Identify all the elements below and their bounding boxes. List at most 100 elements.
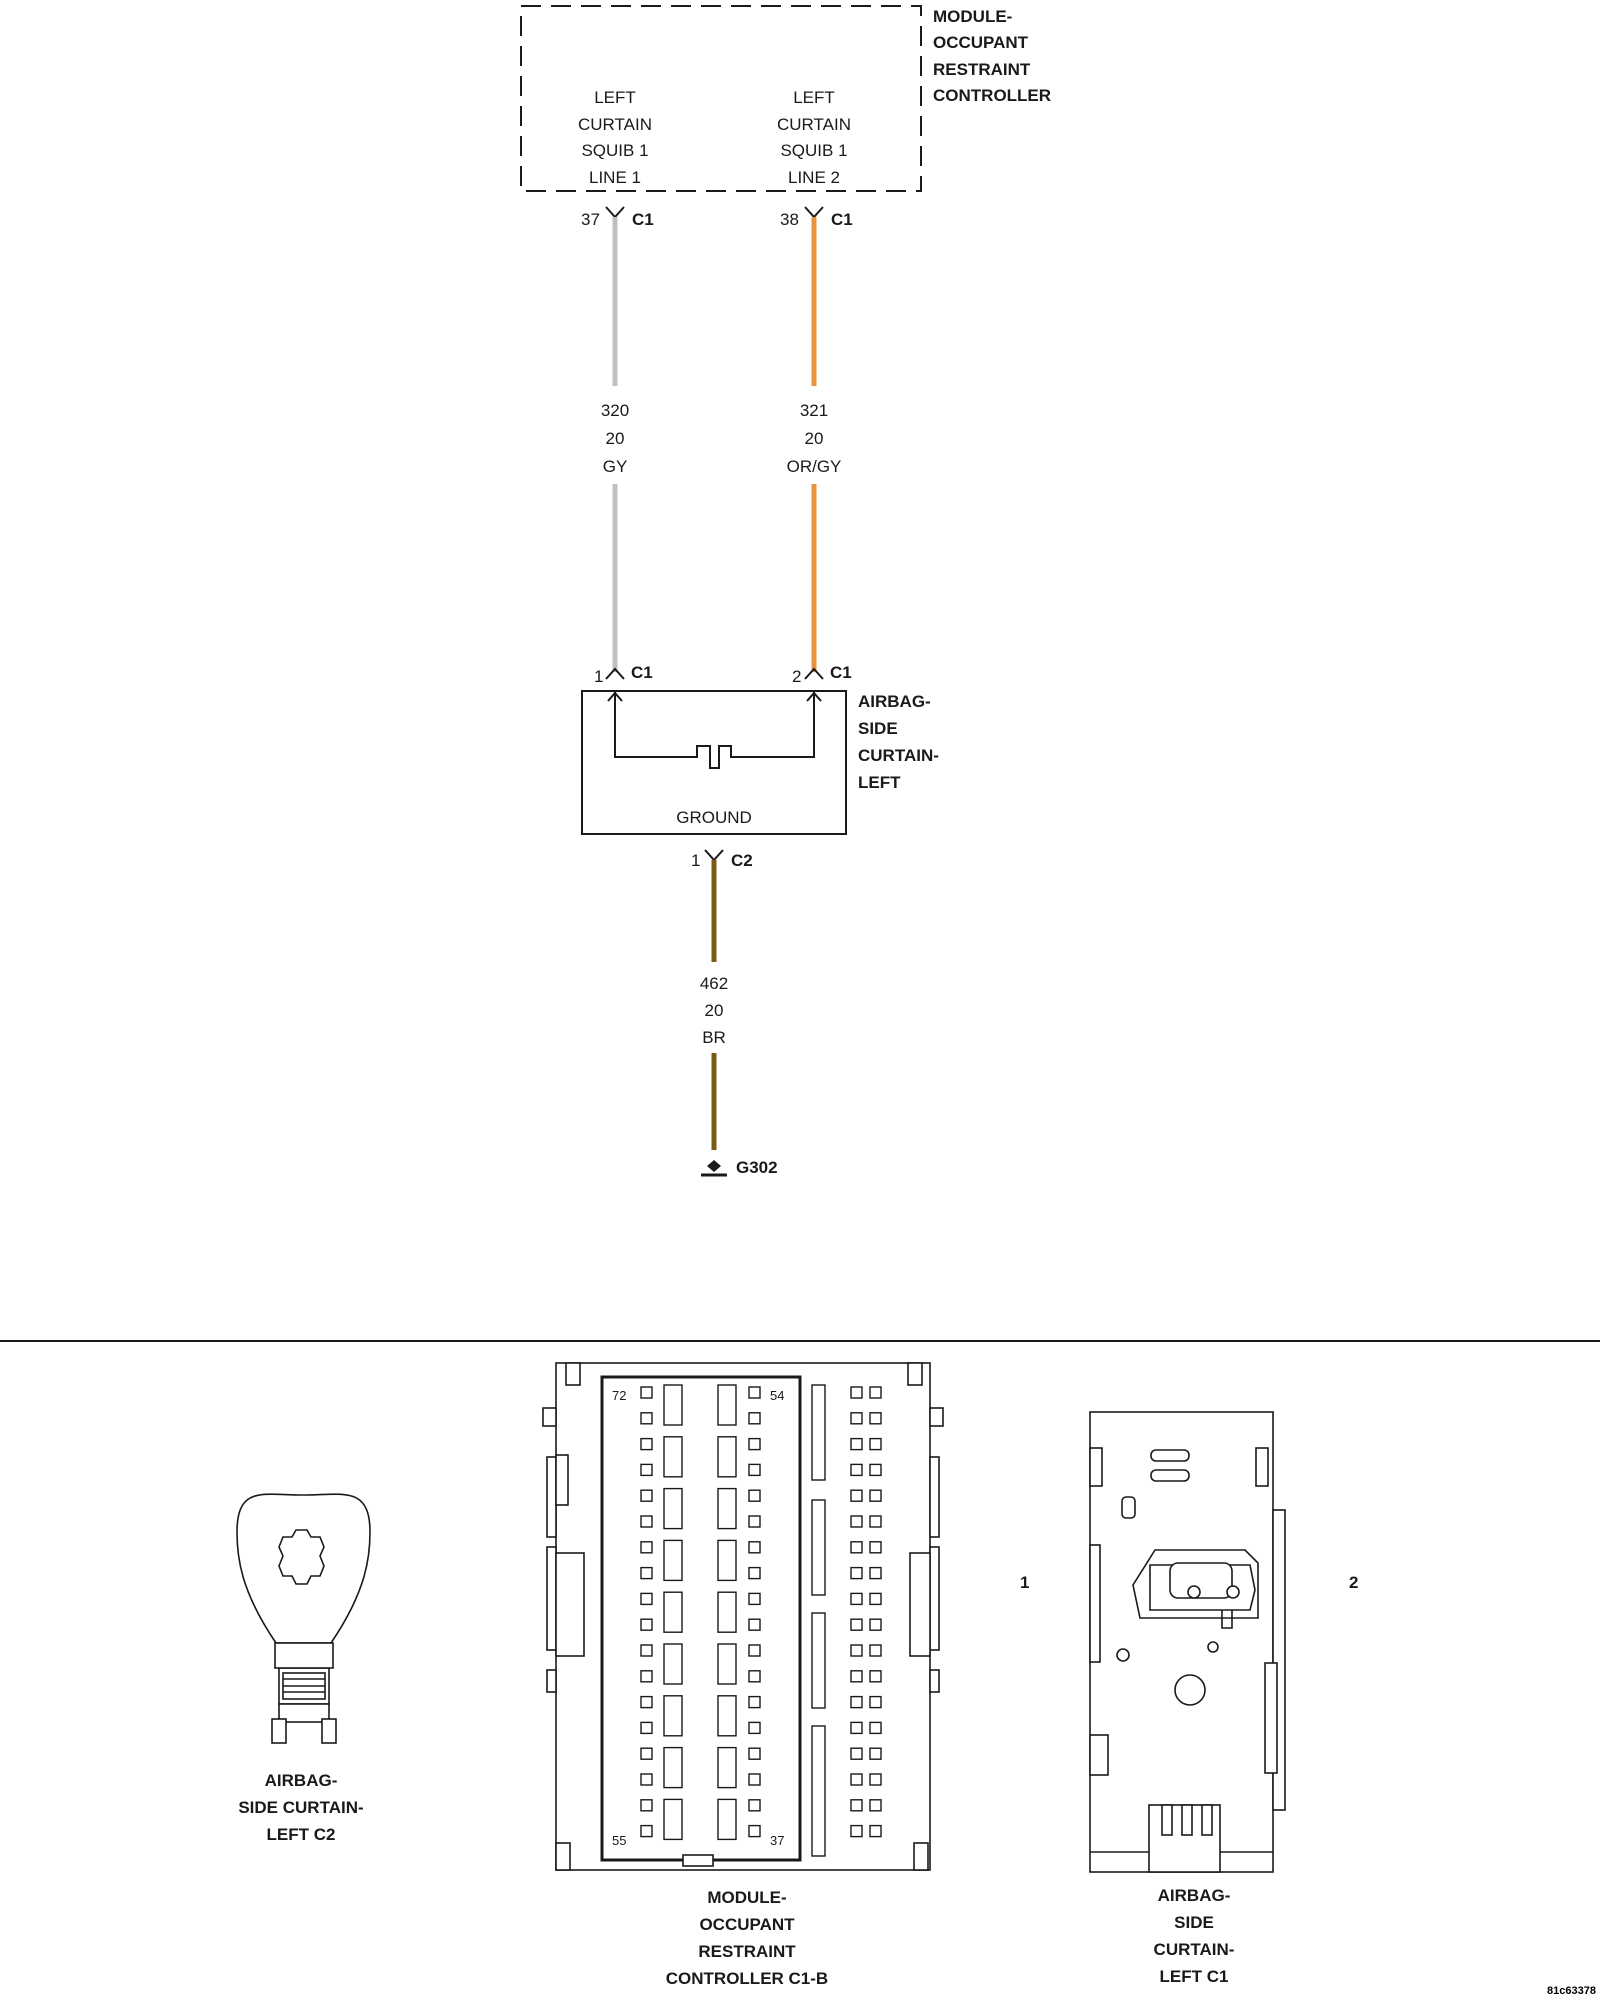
figure-id: 81c63378: [1547, 1985, 1596, 1997]
svg-text:C1: C1: [830, 663, 852, 682]
svg-text:CURTAIN-: CURTAIN-: [1154, 1940, 1235, 1959]
svg-text:CURTAIN-: CURTAIN-: [858, 746, 939, 765]
c1b-large-cavity: [717, 1798, 737, 1841]
c1b-cavity: [850, 1592, 863, 1606]
connector-c2-drawing: [236, 1493, 371, 1744]
module-line1-label: LEFT CURTAIN SQUIB 1 LINE 1: [578, 88, 652, 187]
c1b-cavity: [748, 1799, 761, 1812]
c1b-large-cavity: [663, 1539, 683, 1582]
c1b-cavity: [748, 1773, 761, 1786]
c1b-cavity: [748, 1618, 761, 1631]
c1b-cavity: [869, 1515, 882, 1528]
svg-text:37: 37: [770, 1833, 784, 1848]
squib-symbol: [614, 691, 815, 769]
c1b-cavity: [850, 1515, 863, 1528]
svg-text:321: 321: [800, 401, 828, 420]
c1b-cavity: [748, 1463, 761, 1477]
svg-text:AIRBAG-: AIRBAG-: [1158, 1886, 1231, 1905]
c1b-cavity: [850, 1463, 863, 1477]
c1b-large-cavity: [717, 1539, 737, 1582]
c1b-cavity: [869, 1463, 882, 1477]
svg-text:GY: GY: [603, 457, 628, 476]
c1b-cavity: [748, 1824, 761, 1838]
c1b-cavity: [850, 1412, 863, 1425]
svg-text:72: 72: [612, 1388, 626, 1403]
c1b-slot: [811, 1725, 826, 1857]
c1b-cavity: [869, 1773, 882, 1786]
svg-text:SQUIB 1: SQUIB 1: [581, 141, 648, 160]
svg-text:LEFT C2: LEFT C2: [267, 1825, 336, 1844]
c1b-cavity: [850, 1747, 863, 1760]
c1b-cavity: [748, 1695, 761, 1709]
squib-arrow-left: [607, 691, 623, 702]
c1b-large-cavity: [663, 1436, 683, 1478]
c1b-cavity: [869, 1592, 882, 1606]
svg-text:CURTAIN: CURTAIN: [777, 115, 851, 134]
c1b-large-cavity: [717, 1746, 737, 1789]
svg-text:20: 20: [805, 429, 824, 448]
svg-text:CURTAIN: CURTAIN: [578, 115, 652, 134]
airbag-c2-pin: 1 C2: [691, 849, 753, 870]
c1b-cavity: [869, 1412, 882, 1425]
svg-text:C1: C1: [831, 210, 853, 229]
svg-text:G302: G302: [736, 1158, 778, 1177]
c1b-large-cavity: [663, 1487, 683, 1530]
c1b-cavity: [850, 1799, 863, 1812]
svg-text:CONTROLLER C1-B: CONTROLLER C1-B: [666, 1969, 828, 1988]
c1b-cavity: [850, 1773, 863, 1786]
c1b-large-cavity: [663, 1643, 683, 1685]
c1b-cavity: [640, 1463, 653, 1477]
wire-320-gy: 320 20 GY: [601, 217, 629, 672]
module-pin-38: 38 C1: [780, 206, 853, 229]
c1b-cavity: [748, 1566, 761, 1580]
svg-text:20: 20: [705, 1001, 724, 1020]
c1b-cavity: [640, 1824, 653, 1838]
svg-text:54: 54: [770, 1388, 784, 1403]
svg-text:MODULE-: MODULE-: [933, 7, 1012, 26]
svg-text:BR: BR: [702, 1028, 726, 1047]
c1b-cavity: [748, 1386, 761, 1399]
c1b-cavity: [748, 1644, 761, 1657]
c1b-cavity: [869, 1541, 882, 1554]
c1b-cavity: [640, 1773, 653, 1786]
c1b-cavity: [640, 1799, 653, 1812]
c1b-cavity: [748, 1592, 761, 1606]
svg-text:C2: C2: [731, 851, 753, 870]
svg-text:C1: C1: [631, 663, 653, 682]
airbag-pin-1: 1 C1: [594, 663, 653, 686]
c1b-cavity: [640, 1386, 653, 1399]
c1b-cavity: [640, 1670, 653, 1683]
c1b-cavity: [640, 1489, 653, 1502]
svg-text:462: 462: [700, 974, 728, 993]
c1b-cavity: [869, 1437, 882, 1451]
c1b-large-cavity: [663, 1798, 683, 1841]
c1b-large-cavity: [717, 1695, 737, 1737]
svg-text:CONTROLLER: CONTROLLER: [933, 86, 1051, 105]
svg-text:2: 2: [1349, 1573, 1358, 1592]
svg-text:SIDE CURTAIN-: SIDE CURTAIN-: [238, 1798, 363, 1817]
c1b-cavity: [748, 1489, 761, 1502]
c1b-cavity: [869, 1386, 882, 1399]
c1b-cavity: [640, 1618, 653, 1631]
svg-text:LINE 1: LINE 1: [589, 168, 641, 187]
wire-462-br: 462 20 BR: [700, 860, 728, 1150]
c1b-cavity: [748, 1412, 761, 1425]
c1b-cavity: [869, 1747, 882, 1760]
wire-321-orgy: 321 20 OR/GY: [787, 217, 841, 672]
c1b-slot: [811, 1384, 826, 1481]
c1b-large-cavity: [717, 1436, 737, 1478]
airbag-title: AIRBAG- SIDE CURTAIN- LEFT: [858, 692, 939, 792]
c1b-cavity: [850, 1618, 863, 1631]
svg-text:AIRBAG-: AIRBAG-: [265, 1771, 338, 1790]
c1b-cavity: [869, 1566, 882, 1580]
svg-text:SQUIB 1: SQUIB 1: [780, 141, 847, 160]
c1b-cavity: [640, 1695, 653, 1709]
c1b-large-cavity: [663, 1384, 683, 1426]
svg-text:C1: C1: [632, 210, 654, 229]
c1b-cavity: [748, 1747, 761, 1760]
svg-text:1: 1: [691, 851, 700, 870]
svg-text:38: 38: [780, 210, 799, 229]
c1b-cavity: [869, 1799, 882, 1812]
svg-text:55: 55: [612, 1833, 626, 1848]
